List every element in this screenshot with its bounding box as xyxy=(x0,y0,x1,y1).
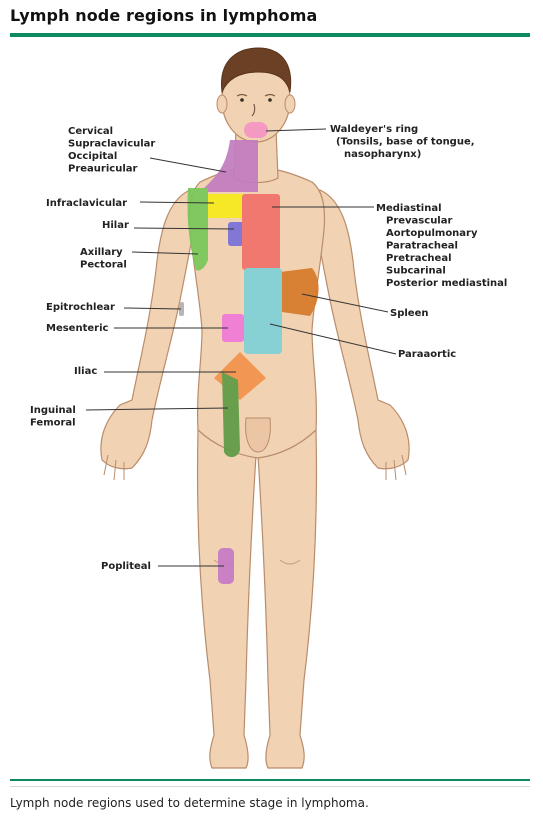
figure-caption: Lymph node regions used to determine sta… xyxy=(10,796,369,810)
label-iliac: Iliac xyxy=(74,366,97,377)
region-waldeyer xyxy=(244,122,268,138)
label-waldeyer: Waldeyer's ring (Tonsils, base of tongue… xyxy=(330,124,478,160)
left-arm xyxy=(100,189,197,470)
region-mesenteric xyxy=(222,314,244,342)
left-leg xyxy=(196,429,257,769)
label-cervical: Cervical Supraclavicular Occipital Preau… xyxy=(68,126,159,175)
region-popliteal xyxy=(218,548,234,584)
region-mediastinal xyxy=(242,194,280,270)
region-hilar xyxy=(228,222,244,246)
region-epitrochlear xyxy=(179,302,184,316)
label-paraaortic: Paraaortic xyxy=(398,349,456,360)
label-infraclavicular: Infraclavicular xyxy=(46,198,127,209)
region-infraclavicular xyxy=(208,194,246,218)
region-spleen xyxy=(280,268,319,316)
footer-rule-light xyxy=(10,786,530,787)
label-epitrochlear: Epitrochlear xyxy=(46,302,115,313)
label-mesenteric: Mesenteric xyxy=(46,323,109,334)
label-hilar: Hilar xyxy=(102,220,129,231)
groin xyxy=(245,417,271,453)
left-ear xyxy=(216,94,228,114)
title-rule xyxy=(10,33,530,37)
face-details xyxy=(236,93,276,117)
region-labels: Cervical Supraclavicular Occipital Preau… xyxy=(30,124,507,572)
right-ear xyxy=(284,94,296,114)
label-spleen: Spleen xyxy=(390,308,428,319)
region-inguinal xyxy=(222,372,240,458)
label-popliteal: Popliteal xyxy=(101,561,151,572)
label-axillary: Axillary Pectoral xyxy=(80,247,127,271)
footer-rule xyxy=(10,779,530,781)
node-regions xyxy=(179,122,319,584)
figure-title: Lymph node regions in lymphoma xyxy=(10,6,318,25)
hands xyxy=(103,454,407,481)
leader-lines xyxy=(85,128,397,567)
label-inguinal: Inguinal Femoral xyxy=(30,405,79,429)
region-cervical xyxy=(200,140,258,192)
right-leg xyxy=(257,429,318,769)
region-axillary xyxy=(187,188,208,271)
region-paraaortic xyxy=(244,268,282,354)
hair xyxy=(221,47,292,94)
label-mediastinal: Mediastinal Prevascular Aortopulmonary P… xyxy=(376,203,507,289)
